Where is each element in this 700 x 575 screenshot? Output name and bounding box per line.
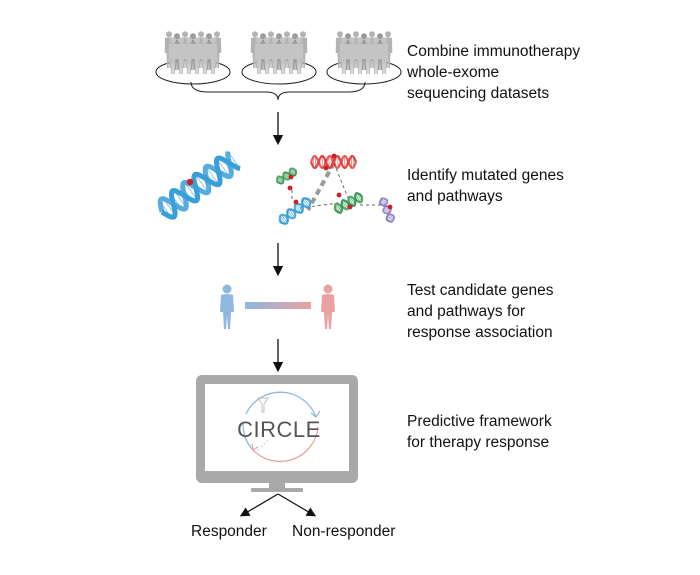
step-2-text: Identify mutated genes and pathways <box>407 165 564 207</box>
merge-brace <box>190 81 366 101</box>
step-text-line: for therapy response <box>407 434 550 451</box>
monitor-icon <box>196 375 358 492</box>
circle-logo-text: CIRCLE <box>237 417 321 442</box>
step-1-text: Combine immunotherapy whole-exome sequen… <box>407 41 580 104</box>
nonresponder-person-icon <box>321 284 335 329</box>
step-3-text: Test candidate genes and pathways for re… <box>407 280 554 343</box>
gene-network-diagram <box>276 153 396 225</box>
step-text-line: and pathways for <box>407 303 526 320</box>
responder-label: Responder <box>191 523 267 540</box>
step-4-text: Predictive framework for therapy respons… <box>407 411 552 453</box>
responder-person-icon <box>220 284 234 329</box>
dna-helix-icon <box>157 151 241 220</box>
step-text-line: whole-exome <box>407 64 500 81</box>
cohort-group-icon <box>155 31 231 85</box>
step-text-line: Combine immunotherapy <box>407 43 581 60</box>
step-text-line: and pathways <box>407 188 503 205</box>
response-gradient-bar <box>245 302 311 309</box>
outcome-split-arrows <box>239 493 317 517</box>
cohort-group-icon <box>326 31 402 85</box>
step-text-line: response association <box>407 324 553 341</box>
cohort-group-icon <box>241 31 317 85</box>
step-text-line: Identify mutated genes <box>407 167 564 184</box>
patient-cohorts <box>155 31 402 85</box>
step-text-line: sequencing datasets <box>407 85 550 102</box>
step-text-line: Test candidate genes <box>407 282 554 299</box>
nonresponder-label: Non-responder <box>292 523 396 540</box>
circle-logo: CIRCLE <box>237 391 321 463</box>
step-text-line: Predictive framework <box>407 413 552 430</box>
